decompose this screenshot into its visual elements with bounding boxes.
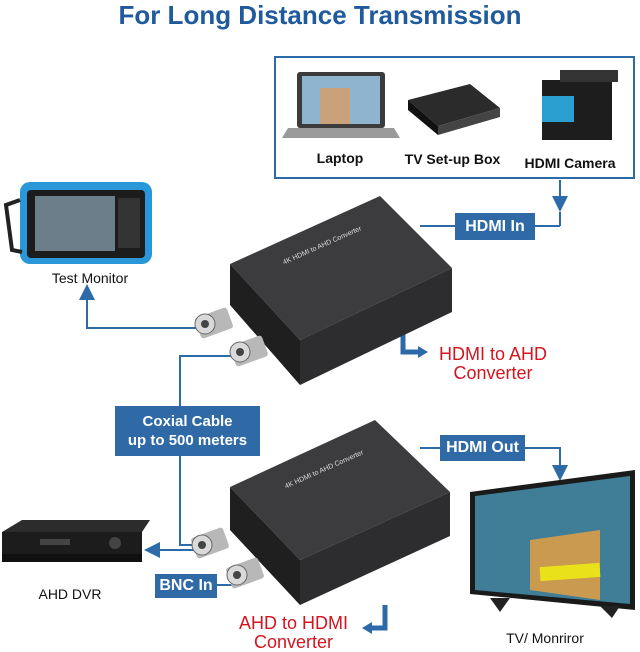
diagram-title: For Long Distance Transmission [118,0,522,30]
hdmi-to-ahd-line2: Converter [453,363,533,383]
hdmi-to-ahd-label: HDMI to AHD Converter [428,345,558,383]
tv-box-label: TV Set-up Box [404,151,501,167]
ahd-to-hdmi-label: AHD to HDMI Converter [226,614,361,652]
hdmi-camera-label: HDMI Camera [524,155,616,171]
bnc-in-tag: BNC In [155,574,217,598]
ahd-to-hdmi-line1: AHD to HDMI [238,613,348,633]
tv-monitor-label: TV/ Monriror [506,630,584,646]
test-monitor-label: Test Monitor [51,270,129,286]
hdmi-out-tag: HDMI Out [440,435,525,461]
coaxial-cable-tag: Coxial Cable up to 500 meters [115,406,260,456]
hdmi-to-ahd-line1: HDMI to AHD [438,344,548,364]
hdmi-in-tag: HDMI In [455,213,535,240]
ahd-to-hdmi-line2: Converter [253,632,334,652]
laptop-label: Laptop [316,150,364,166]
ahd-dvr-label: AHD DVR [38,586,102,602]
source-devices-box [274,56,635,179]
coaxial-cable-line1: Coxial Cable [142,413,233,430]
coaxial-cable-line2: up to 500 meters [127,432,248,449]
